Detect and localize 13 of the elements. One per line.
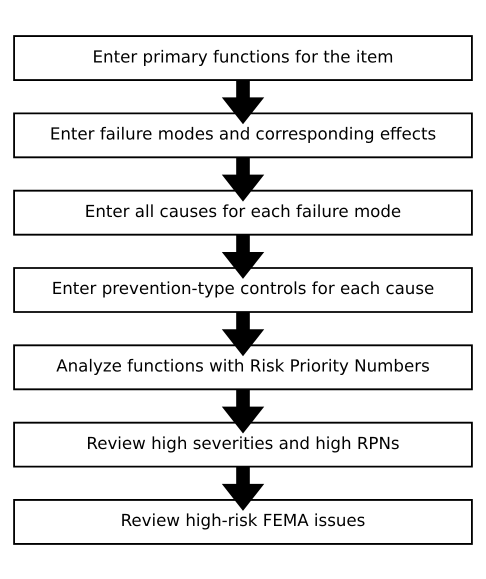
arrow xyxy=(222,312,264,356)
node-box: Analyze functions with Risk Priority Numbers xyxy=(13,344,473,390)
node-box: Enter failure modes and corresponding effects xyxy=(13,112,473,158)
node-box: Enter primary functions for the item xyxy=(13,34,473,80)
arrow xyxy=(222,466,264,510)
arrow xyxy=(222,157,264,202)
node-box: Review high severities and high RPNs xyxy=(13,421,473,468)
arrow xyxy=(222,80,264,124)
arrow xyxy=(222,389,264,434)
node-box: Enter prevention-type controls for each cause xyxy=(13,266,473,312)
node-box: Review high-risk FEMA issues xyxy=(13,498,473,544)
arrow xyxy=(222,234,264,278)
node-box: Enter all causes for each failure mode xyxy=(13,189,473,236)
